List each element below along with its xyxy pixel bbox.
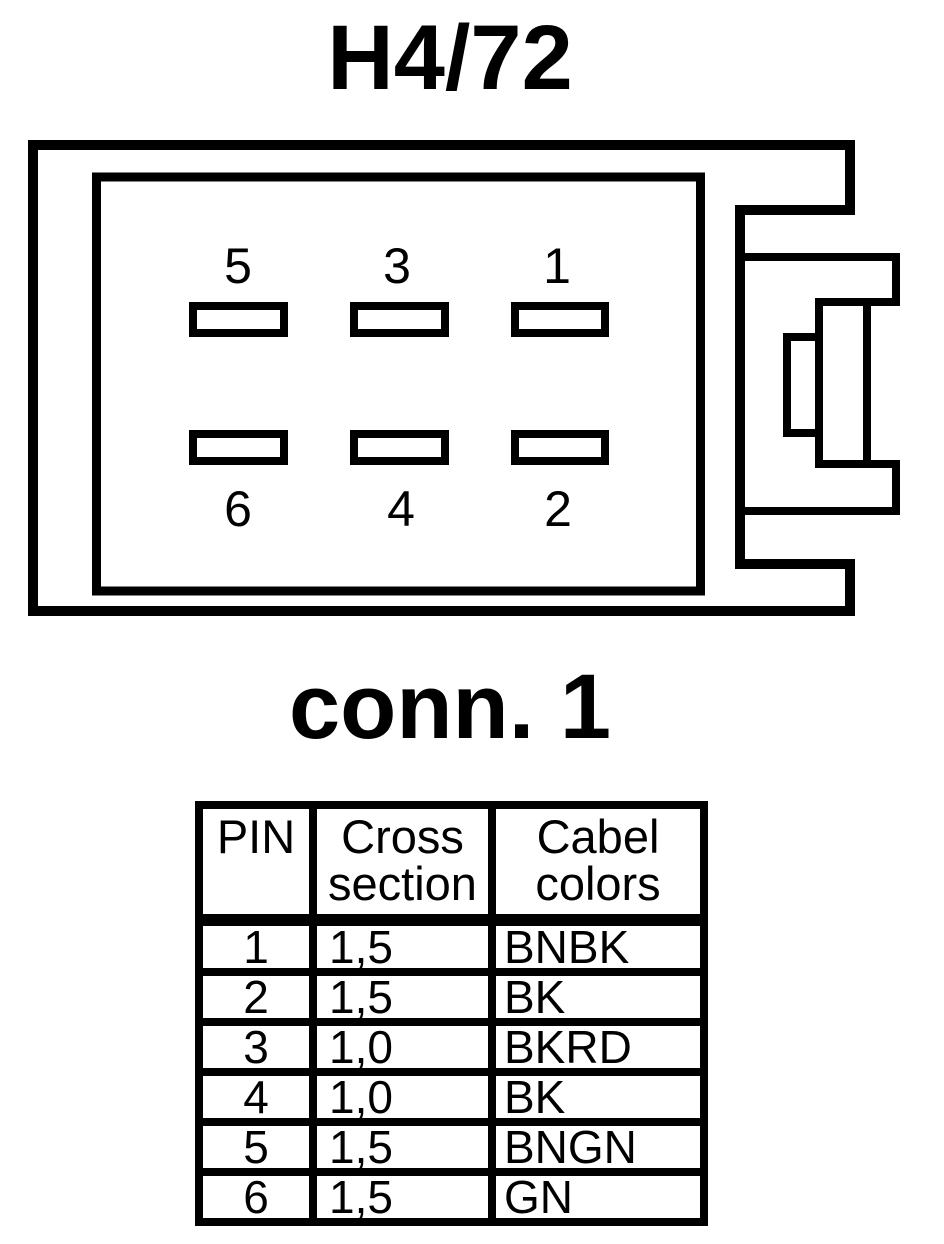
pin-slot-5 [189, 302, 288, 337]
connector-name-label: conn. 1 [288, 656, 612, 758]
pin-slot-6 [189, 430, 288, 465]
table-row: 6 1,5 GN [195, 1168, 708, 1226]
cell-pin: 6 [195, 1168, 317, 1226]
pin-table: PIN Cross section Cabel colors 1 1,5 BNB… [195, 801, 708, 1226]
connector-cavity [92, 172, 705, 596]
cell-cable-color: GN [488, 1168, 708, 1226]
col-header-cable-colors: Cabel colors [488, 801, 708, 926]
pin-label-2: 2 [544, 481, 572, 537]
col-header-color-line2: colors [535, 857, 661, 910]
table-row: 4 1,0 BK [195, 1068, 708, 1126]
cell-cable-color: BNBK [488, 916, 708, 976]
col-header-pin: PIN [195, 801, 317, 926]
table-row: 2 1,5 BK [195, 968, 708, 1026]
table-header-row: PIN Cross section Cabel colors [195, 801, 708, 926]
cell-cable-color: BKRD [488, 1018, 708, 1076]
table-row: 1 1,5 BNBK [195, 916, 708, 976]
pin-label-6: 6 [224, 481, 252, 537]
cell-cross-section: 1,5 [309, 1168, 496, 1226]
table-row: 5 1,5 BNGN [195, 1118, 708, 1176]
cell-cross-section: 1,5 [309, 1118, 496, 1176]
cell-cross-section: 1,5 [309, 916, 496, 976]
cell-pin: 2 [195, 968, 317, 1026]
cell-cross-section: 1,5 [309, 968, 496, 1026]
connector-title: H4/72 [327, 7, 573, 109]
cell-pin: 1 [195, 916, 317, 976]
pin-slot-4 [350, 430, 449, 465]
cell-pin: 3 [195, 1018, 317, 1076]
cell-pin: 5 [195, 1118, 317, 1176]
connector-body-outline [28, 140, 855, 616]
cell-cable-color: BK [488, 968, 708, 1026]
table-row: 3 1,0 BKRD [195, 1018, 708, 1076]
pin-slot-2 [511, 430, 609, 465]
pin-label-1: 1 [543, 238, 571, 294]
pin-slot-1 [511, 302, 609, 337]
cell-cross-section: 1,0 [309, 1068, 496, 1126]
col-header-cross-line2: section [328, 857, 477, 910]
cell-cable-color: BNGN [488, 1118, 708, 1176]
connector-diagram: 5 3 1 6 4 2 [28, 140, 900, 616]
pin-label-5: 5 [224, 238, 252, 294]
pin-label-3: 3 [383, 238, 411, 294]
cell-cross-section: 1,0 [309, 1018, 496, 1076]
keying-tab [783, 333, 823, 437]
cell-pin: 4 [195, 1068, 317, 1126]
col-header-color-line1: Cabel [536, 810, 660, 863]
col-header-cross-line1: Cross [341, 810, 464, 863]
cell-cable-color: BK [488, 1068, 708, 1126]
col-header-cross-section: Cross section [309, 801, 496, 926]
pin-slot-3 [350, 302, 449, 337]
pin-label-4: 4 [387, 481, 415, 537]
